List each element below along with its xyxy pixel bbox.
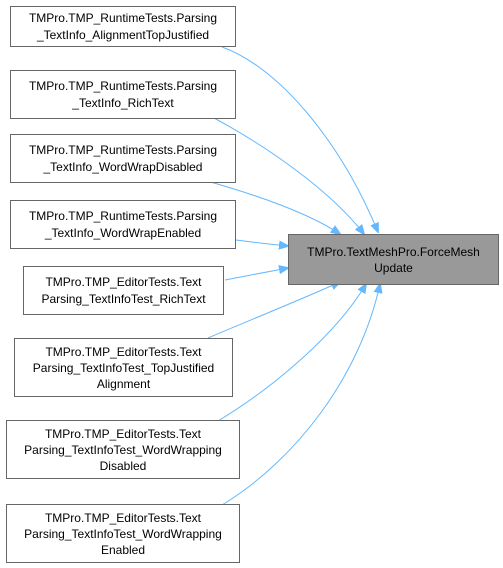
caller-node-editor-rich-text[interactable]: TMPro.TMP_EditorTests.Text Parsing_TextI… xyxy=(23,266,224,315)
edge-word-wrap-disabled xyxy=(206,180,340,234)
caller-label-line: Disabled xyxy=(100,459,147,473)
caller-label-line: _TextInfo_RichText xyxy=(71,96,174,110)
caller-label-line: TMPro.TMP_EditorTests.Text xyxy=(45,427,202,441)
caller-node-alignment-top-justified[interactable]: TMPro.TMP_RuntimeTests.Parsing _TextInfo… xyxy=(10,6,236,47)
caller-label-line: Parsing_TextInfoTest_WordWrapping xyxy=(24,443,222,457)
caller-node-word-wrap-enabled[interactable]: TMPro.TMP_RuntimeTests.Parsing _TextInfo… xyxy=(10,200,236,249)
caller-label-line: _TextInfo_WordWrapDisabled xyxy=(43,160,203,174)
caller-node-word-wrapping-enabled[interactable]: TMPro.TMP_EditorTests.Text Parsing_TextI… xyxy=(6,504,240,563)
caller-label-line: TMPro.TMP_RuntimeTests.Parsing xyxy=(29,209,217,223)
caller-label-line: Parsing_TextInfoTest_RichText xyxy=(41,292,206,306)
caller-label-line: TMPro.TMP_RuntimeTests.Parsing xyxy=(29,11,217,25)
call-edges xyxy=(206,46,380,506)
target-label-line-2: Update xyxy=(374,261,413,275)
caller-label-line: TMPro.TMP_EditorTests.Text xyxy=(45,345,202,359)
caller-node-editor-top-justified[interactable]: TMPro.TMP_EditorTests.Text Parsing_TextI… xyxy=(14,338,233,397)
target-label-line-1: TMPro.TextMeshPro.ForceMesh xyxy=(307,245,480,259)
caller-node-word-wrap-disabled[interactable]: TMPro.TMP_RuntimeTests.Parsing _TextInfo… xyxy=(10,134,236,183)
caller-label-line: Alignment xyxy=(97,377,151,391)
caller-label-line: TMPro.TMP_EditorTests.Text xyxy=(45,511,202,525)
edge-word-wrapping-enabled xyxy=(221,284,380,506)
edge-editor-rich-text xyxy=(224,268,288,281)
caller-node-word-wrapping-disabled[interactable]: TMPro.TMP_EditorTests.Text Parsing_TextI… xyxy=(6,420,240,479)
target-node-force-mesh-update[interactable]: TMPro.TextMeshPro.ForceMesh Update xyxy=(288,234,499,285)
caller-label-line: _TextInfo_AlignmentTopJustified xyxy=(36,28,209,42)
edge-word-wrapping-disabled xyxy=(217,284,366,422)
caller-nodes: TMPro.TMP_RuntimeTests.Parsing _TextInfo… xyxy=(6,6,240,563)
edge-runtime-rich-text xyxy=(213,117,364,234)
caller-label-line: Parsing_TextInfoTest_WordWrapping xyxy=(24,527,222,541)
edge-alignment-top-justified xyxy=(221,46,378,232)
caller-label-line: Parsing_TextInfoTest_TopJustified xyxy=(33,361,214,375)
caller-label-line: TMPro.TMP_EditorTests.Text xyxy=(45,275,202,289)
caller-label-line: TMPro.TMP_RuntimeTests.Parsing xyxy=(29,79,217,93)
edge-word-wrap-enabled xyxy=(235,239,288,246)
caller-node-runtime-rich-text[interactable]: TMPro.TMP_RuntimeTests.Parsing _TextInfo… xyxy=(10,70,236,119)
caller-label-line: TMPro.TMP_RuntimeTests.Parsing xyxy=(29,143,217,157)
edge-editor-top-justified xyxy=(207,282,340,339)
caller-label-line: Enabled xyxy=(101,543,145,557)
caller-label-line: _TextInfo_WordWrapEnabled xyxy=(44,226,201,240)
